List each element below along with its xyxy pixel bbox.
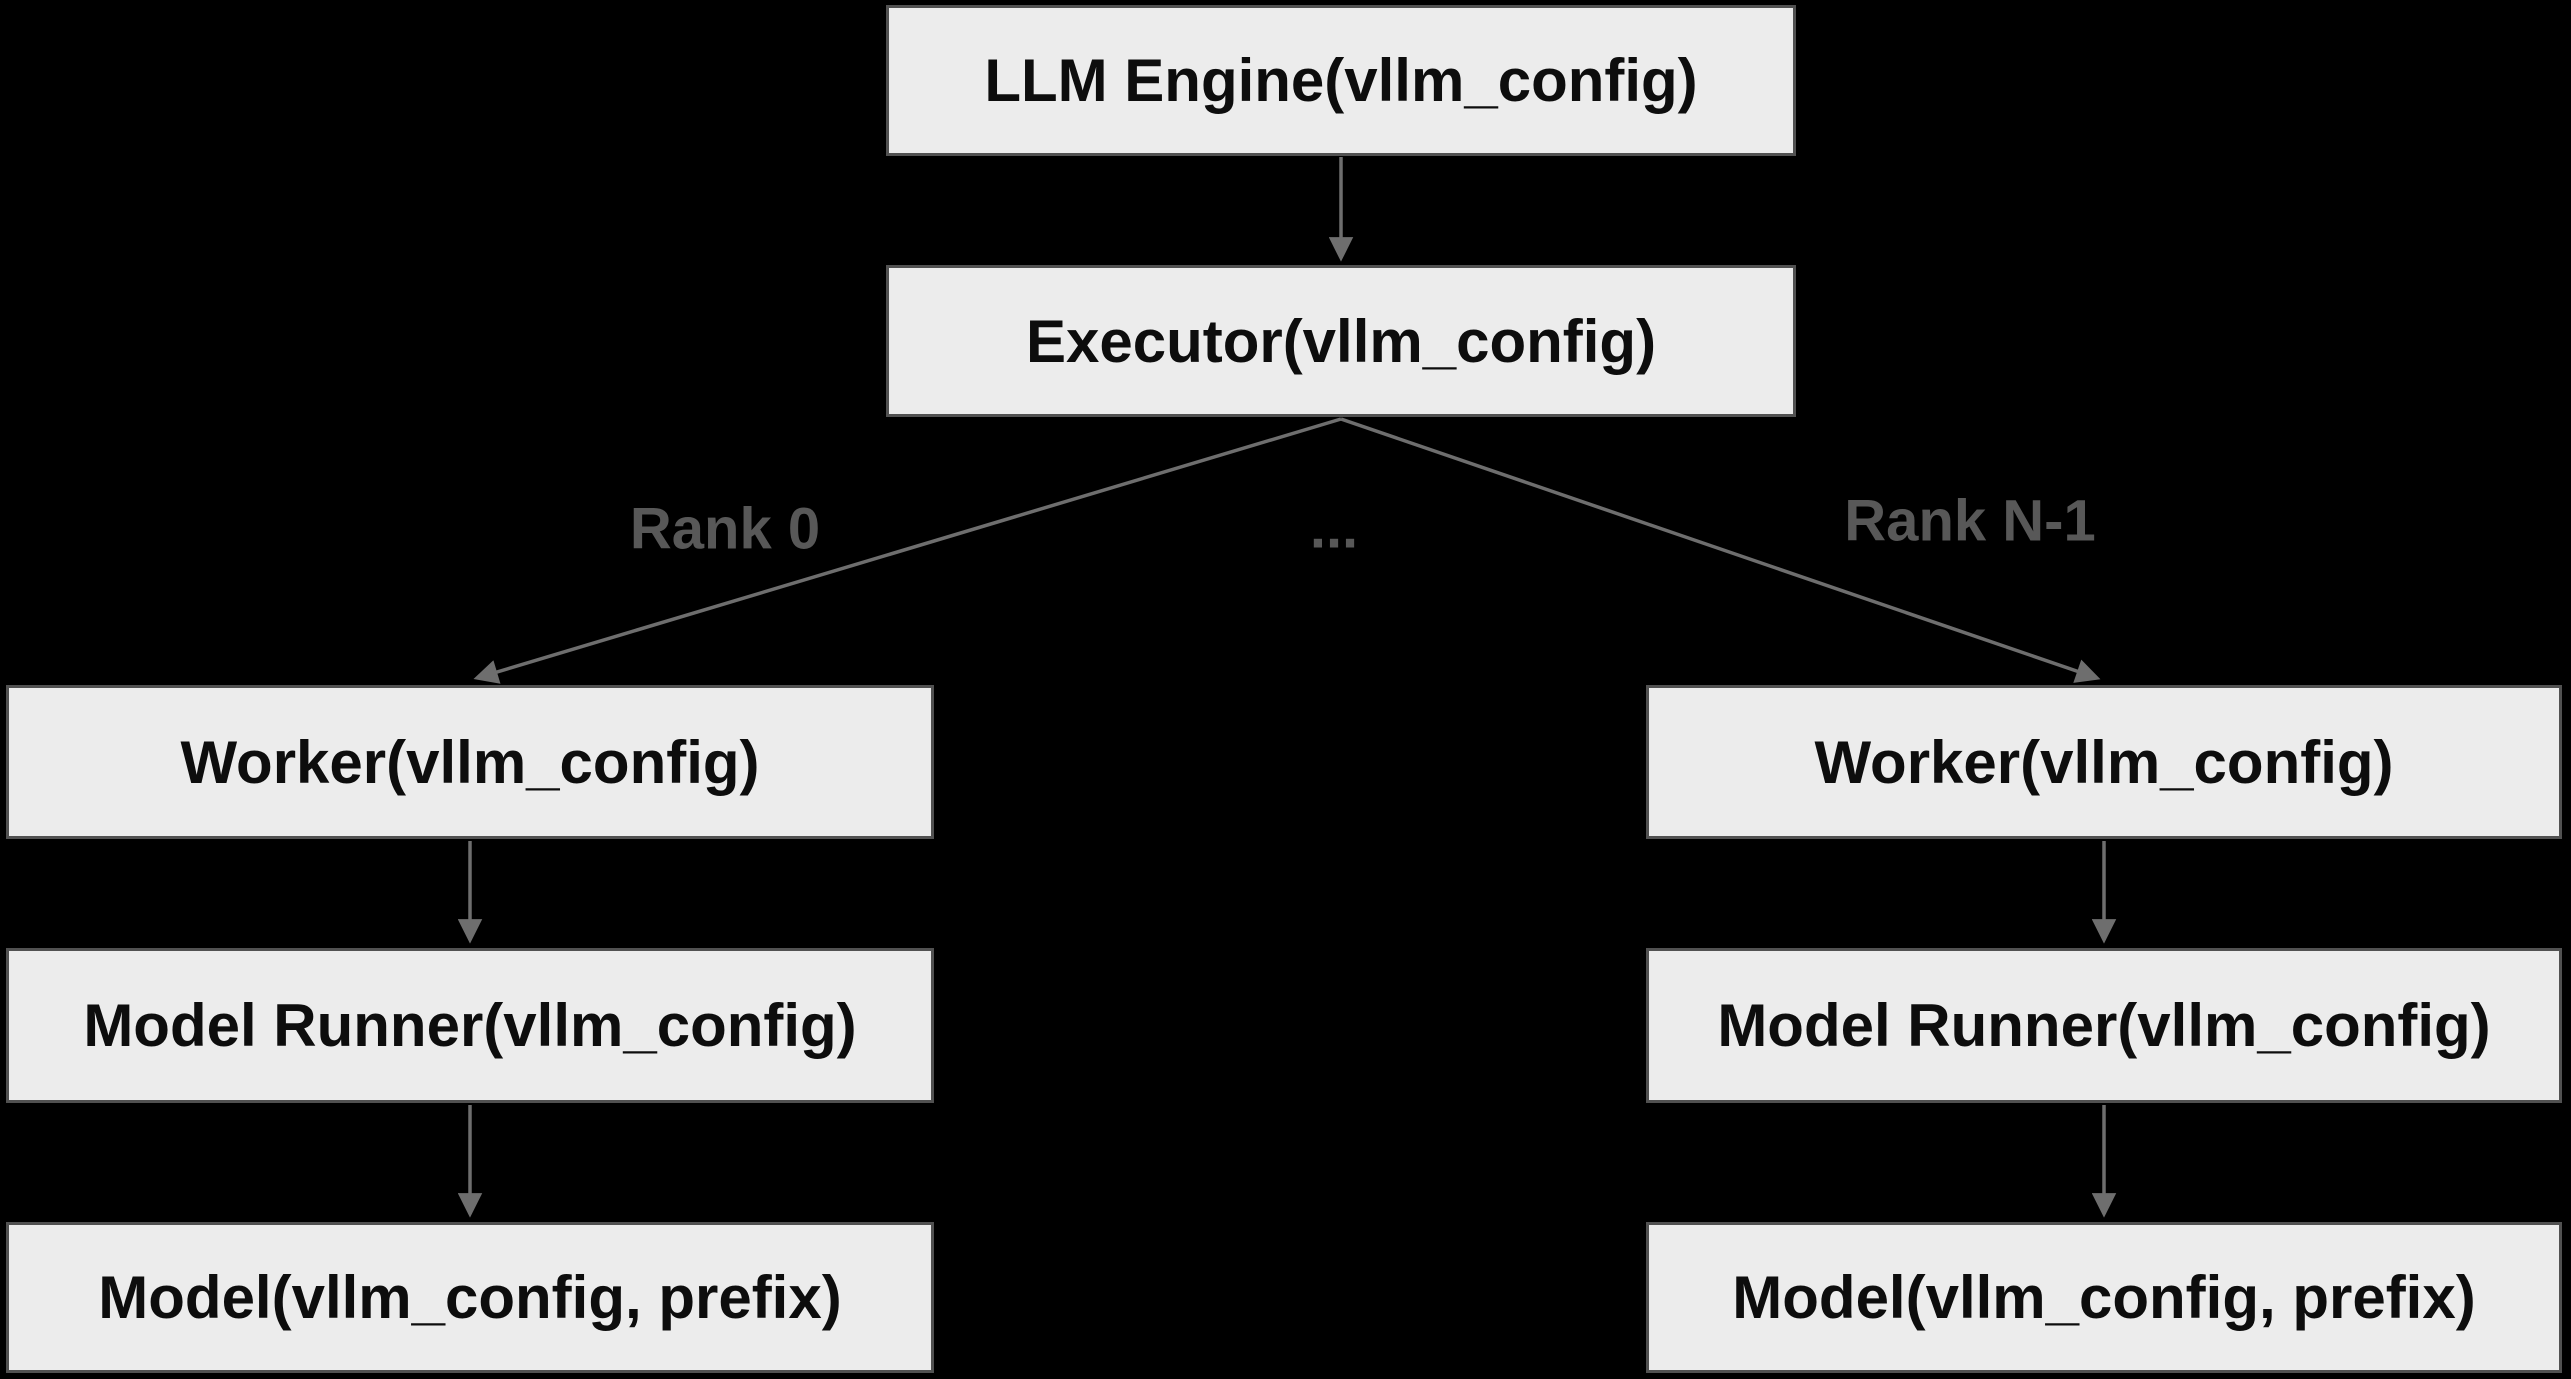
node-model-runner-rank-0: Model Runner(vllm_config) (6, 948, 934, 1103)
node-worker-rank-0-label: Worker(vllm_config) (180, 728, 760, 796)
node-worker-rank-n1-label: Worker(vllm_config) (1814, 728, 2394, 796)
node-model-runner-rank-0-label: Model Runner(vllm_config) (83, 992, 857, 1059)
node-executor-label: Executor(vllm_config) (1025, 307, 1657, 375)
node-model-runner-rank-n1-label: Model Runner(vllm_config) (1717, 992, 2491, 1059)
edge-label-ellipsis: ... (1309, 495, 1359, 561)
edge-label-rank-n1: Rank N-1 (1844, 488, 2096, 554)
node-llm-engine: LLM Engine(vllm_config) (886, 5, 1796, 156)
edge-executor-to-worker-left (473, 417, 1342, 684)
node-model-rank-0: Model(vllm_config, prefix) (6, 1222, 934, 1373)
edge-executor-to-worker-right (1340, 417, 2101, 683)
node-model-rank-0-label: Model(vllm_config, prefix) (98, 1264, 842, 1331)
node-model-runner-rank-n1: Model Runner(vllm_config) (1646, 948, 2562, 1103)
node-model-rank-n1: Model(vllm_config, prefix) (1646, 1222, 2562, 1373)
node-worker-rank-0: Worker(vllm_config) (6, 685, 934, 839)
node-model-rank-n1-label: Model(vllm_config, prefix) (1732, 1264, 2476, 1331)
node-llm-engine-label: LLM Engine(vllm_config) (984, 47, 1698, 114)
node-executor: Executor(vllm_config) (886, 265, 1796, 417)
edge-label-rank-0: Rank 0 (629, 496, 821, 562)
node-worker-rank-n1: Worker(vllm_config) (1646, 685, 2562, 839)
